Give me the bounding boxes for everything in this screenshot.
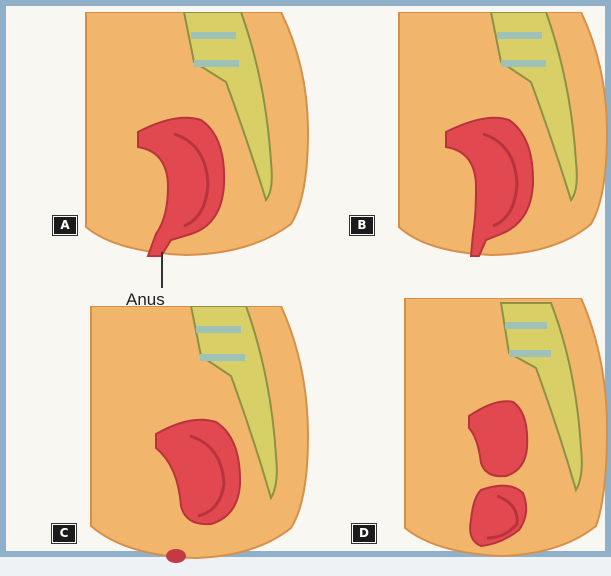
panel-c-illustration bbox=[86, 306, 346, 563]
spinal-disc bbox=[196, 326, 241, 333]
panel-a bbox=[76, 12, 376, 282]
panel-c bbox=[86, 306, 386, 576]
figure-frame: A Anus B C bbox=[0, 0, 611, 557]
panel-c-label: C bbox=[52, 524, 76, 543]
anus-pointer-line bbox=[161, 252, 163, 288]
panel-b bbox=[391, 12, 611, 282]
panel-b-illustration bbox=[391, 12, 611, 282]
spinal-disc bbox=[505, 322, 547, 329]
panel-d bbox=[401, 298, 611, 568]
spinal-disc bbox=[200, 354, 245, 361]
panel-d-illustration bbox=[401, 298, 611, 563]
spinal-disc bbox=[194, 60, 239, 67]
spinal-disc bbox=[501, 60, 546, 67]
panel-d-label: D bbox=[352, 524, 376, 543]
spinal-disc bbox=[497, 32, 542, 39]
spinal-disc bbox=[509, 350, 551, 357]
spinal-disc bbox=[191, 32, 236, 39]
panel-b-label: B bbox=[350, 216, 374, 235]
panel-a-illustration bbox=[76, 12, 376, 282]
anal-opening bbox=[166, 549, 186, 563]
panel-a-label: A bbox=[53, 216, 77, 235]
